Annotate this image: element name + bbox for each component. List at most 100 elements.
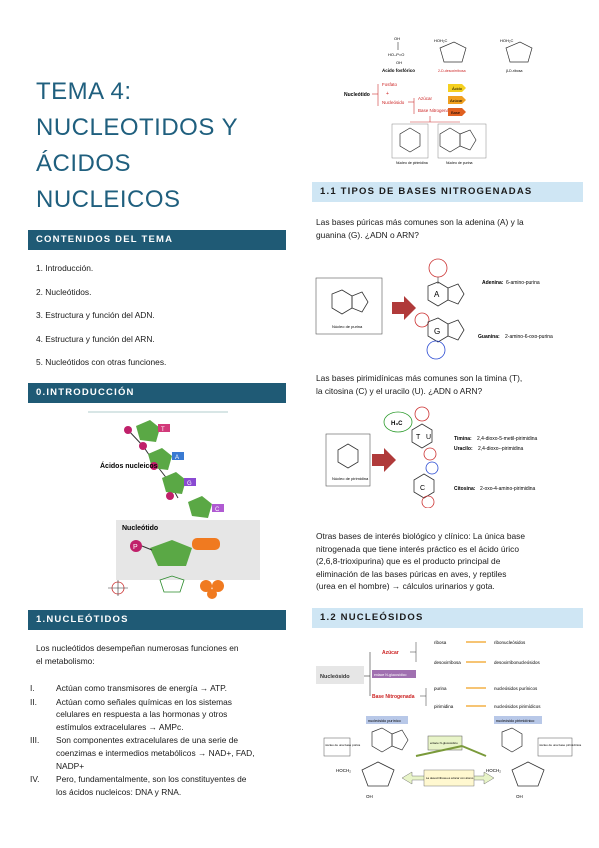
contents-list: 1. Introducción. 2. Nucleótidos. 3. Estr… [36, 262, 286, 380]
list-line: Actúan como señales químicas en los sist… [56, 696, 232, 707]
leaf-desoxirribonucleosidos: desoxirribonucleósidos [494, 660, 541, 665]
intro-heading: 0.INTRODUCCIÓN [28, 383, 286, 403]
purine-paragraph: Las bases púricas más comunes son la ade… [316, 216, 582, 241]
list-number: IV. [30, 774, 40, 785]
nucleic-acid-figure: T A G Ácidos nucleicos C Nucleótido P [88, 411, 260, 599]
plus-sign: + [386, 91, 389, 97]
nucleotidos-list: I. Actúan como transmisores de energía → … [30, 682, 286, 799]
deoxyribose-note: La desoxirribosa es azúcar con átomo [426, 776, 474, 780]
nucleoside-root: Nucleósido [320, 674, 350, 680]
svg-text:HO–P=O: HO–P=O [388, 52, 404, 57]
nucleoside-structures-figure: nucleósido purínico nucleósido pirimidín… [323, 716, 582, 799]
nucleotide-components-figure: OH HO–P=O OH Ácido fosfórico HOH₂C 2-D-d… [344, 36, 533, 165]
uracil-desc: 2,4-dioxo--pirimidina [478, 446, 524, 452]
leaf-desoxirribosa: desoxirribosa [434, 660, 461, 665]
leaf-ribosa: ribosa [434, 640, 447, 645]
contents-heading: CONTENIDOS DEL TEMA [28, 230, 286, 250]
sugar-label-2: β-D-ribosa [506, 69, 522, 73]
hoch2-right: HOCH₂ [486, 768, 501, 773]
pyrimidine-bases-figure: Núcleo de pirimidina H₃C T U Timina: 2,4… [325, 406, 538, 508]
title-line: NUCLEICOS [36, 186, 181, 213]
paragraph-line: eliminación de las bases púricas en aves… [316, 568, 507, 579]
guanine-desc: 2-amino-6-oxo-purina [505, 334, 553, 340]
pyrimidine-box-label: núcleo de una base pirimidínica [539, 743, 582, 747]
title-line: TEMA 4: [36, 78, 132, 105]
paragraph-line: Los nucleótidos desempeñan numerosas fun… [36, 643, 239, 653]
adenine-name: Adenina: [482, 280, 504, 286]
base-node: Base Nitrogenada [418, 108, 455, 113]
list-number: III. [30, 735, 40, 746]
nucleotide-root: Nucleótido [344, 92, 370, 98]
list-line: Actúan como transmisores de energía → AT… [56, 683, 227, 693]
nucleoside-node: Nucleósido [382, 100, 405, 105]
other-bases-paragraph: Otras bases de interés biológico y clíni… [316, 530, 584, 593]
phosphate-node: Fosfato [382, 82, 398, 87]
paragraph-line: guanina (G). ¿ADN o ARN? [316, 229, 419, 240]
purine-box-label: núcleo de una base púrica [325, 743, 361, 747]
contents-item[interactable]: 3. Estructura y función del ADN. [36, 310, 155, 320]
nucleotidos-heading: 1.NUCLEÓTIDOS [28, 610, 286, 630]
cytosine-desc: 2-oxo-4-amino-pirimidina [480, 486, 536, 492]
list-line: los ácidos nucleicos: DNA y RNA. [56, 786, 182, 797]
contents-item[interactable]: 4. Estructura y función del ARN. [36, 333, 155, 344]
adenine-letter: A [434, 290, 440, 299]
paragraph-line: (urea en el hombre) → cálculos urinarios… [316, 581, 495, 592]
paragraph-line: Las bases pirimidínicas más comunes son … [316, 373, 523, 383]
list-line: Son componentes extracelulares de una se… [56, 735, 239, 746]
p-label: P [133, 544, 138, 551]
acid-box: Ácido [452, 86, 463, 91]
uracil-name: Uracilo: [454, 446, 473, 452]
svg-text:HOH₂C: HOH₂C [434, 38, 447, 43]
oh-right: OH [516, 794, 523, 799]
sugar-node: Azúcar [382, 650, 399, 656]
cytosine-name: Citosina: [454, 486, 476, 492]
glycosidic-box-label: enlace N-glucosídico [430, 741, 458, 745]
purine-bases-figure: Núcleo de purina A Adenina: 6-amino-puri… [315, 258, 553, 360]
hoch2-left: HOCH₂ [336, 768, 351, 773]
contents-item[interactable]: 1. Introducción. [36, 263, 94, 273]
paragraph-line: (2,6,8-trioxipurina) que es el producto … [316, 556, 501, 567]
svg-text:OH: OH [394, 36, 400, 41]
glycosidic-link-label: enlace N-glucosídico [374, 673, 407, 677]
list-line: NADP+ [56, 760, 85, 771]
base-node: Base Nitrogenada [372, 694, 415, 700]
paragraph-line: la citosina (C) y el uracilo (U). ¿ADN o… [316, 385, 483, 396]
thymine-letter: T [416, 434, 421, 441]
base-c: C [215, 507, 220, 513]
list-number: I. [30, 683, 35, 693]
pyrimidine-nucleoside-tag: nucleósido pirimidínico [496, 719, 534, 723]
nucleoside-tree-figure: Nucleósido Azúcar enlace N-glucosídico B… [316, 640, 541, 709]
sugar-label-1: 2-D-desoxirribosa [438, 69, 466, 73]
methyl-label: H₃C [391, 421, 403, 427]
cytosine-letter: C [420, 485, 425, 492]
svg-text:HOH₂C: HOH₂C [500, 38, 513, 43]
list-number: II. [30, 696, 37, 707]
pur-label: Núcleo de purina [446, 161, 473, 165]
contents-item[interactable]: 2. Nucleótidos. [36, 286, 92, 297]
oh-left: OH [366, 794, 373, 799]
contents-item[interactable]: 5. Nucleótidos con otras funciones. [36, 357, 167, 367]
leaf-nucleosidos-puricos: nucleósidos purínicos [494, 686, 538, 691]
leaf-purina: purina [434, 686, 447, 691]
base-a: A [175, 455, 179, 461]
list-item: II. Actúan como señales químicas en los s… [30, 696, 286, 734]
paragraph-line: Las bases púricas más comunes son la ade… [316, 217, 524, 227]
paragraph-line: Otras bases de interés biológico y clíni… [316, 531, 526, 541]
base-box: Base [451, 110, 461, 115]
phosphate-icon [124, 426, 132, 434]
nucleosidos-heading: 1.2 NUCLEÓSIDOS [312, 608, 583, 628]
nucleotidos-intro: Los nucleótidos desempeñan numerosas fun… [36, 642, 286, 667]
nucleotide-label: Nucleótido [122, 525, 158, 532]
guanine-letter: G [434, 327, 440, 336]
title-line: ÁCIDOS [36, 150, 132, 177]
list-item: I. Actúan como transmisores de energía → … [30, 682, 286, 695]
purine-nucleus-label: Núcleo de purina [332, 324, 363, 329]
leaf-nucleosidos-pirimidicos: nucleósidos pirimídicos [494, 704, 541, 709]
sugar-node: Azúcar [418, 96, 433, 101]
leaf-pirimidina: pirimidina [434, 704, 454, 709]
sugar-box: Azúcar [450, 98, 463, 103]
thymine-desc: 2,4-dioxo-5-metil-pirimidina [477, 436, 538, 442]
list-line: estímulos extracelulares → AMPc. [56, 721, 184, 732]
bases-heading: 1.1 TIPOS DE BASES NITROGENADAS [312, 182, 583, 202]
leaf-ribonucleosidos: ribonucleósidos [494, 640, 526, 645]
